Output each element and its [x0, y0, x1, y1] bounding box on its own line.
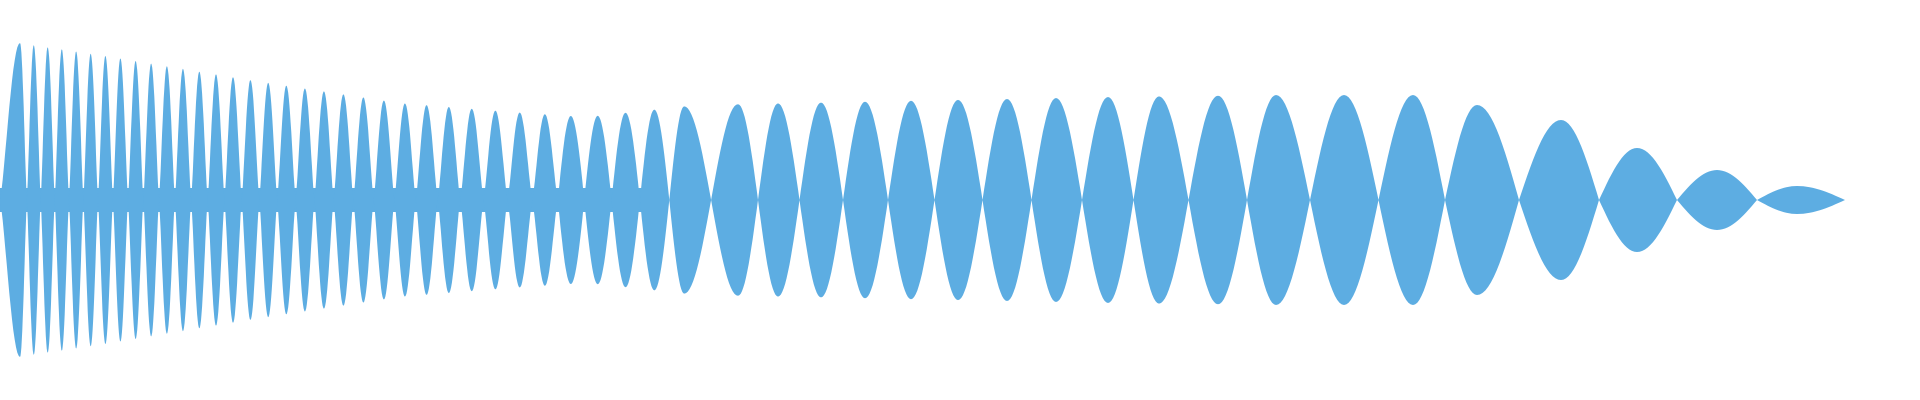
waveform-lobe	[460, 108, 484, 292]
waveform-lobe	[799, 102, 843, 298]
waveform-lobe	[191, 71, 208, 329]
waveform-lobe	[758, 103, 800, 297]
waveform-lobe	[1519, 120, 1599, 280]
waveform-lobe	[1082, 97, 1134, 303]
waveform-lobe	[982, 99, 1032, 301]
waveform-lobe	[711, 104, 758, 296]
waveform-lobe	[353, 97, 374, 303]
waveform-lobe	[40, 47, 55, 353]
waveform-lobe	[1677, 170, 1757, 230]
waveform-lobe	[584, 115, 612, 285]
waveform-lobe	[1133, 96, 1189, 304]
waveform-lobe	[83, 53, 98, 347]
waveform-lobe	[295, 88, 315, 312]
waveform-lobe	[224, 77, 242, 323]
waveform-lobe	[159, 66, 175, 334]
waveform-lobe	[669, 106, 712, 294]
waveform-lobe	[934, 99, 983, 301]
waveform-lobe	[69, 51, 84, 349]
waveform-lobe	[98, 55, 113, 345]
waveform-lobe	[394, 103, 416, 297]
waveform-lobe	[843, 101, 888, 299]
waveform-lobe	[54, 49, 69, 351]
waveform-lobe	[1247, 95, 1310, 305]
waveform-lobe	[415, 105, 438, 295]
waveform-lobe	[0, 43, 27, 357]
waveform-lobe	[639, 109, 670, 291]
waveform-lobe	[1757, 186, 1845, 214]
waveform-lobe	[611, 112, 640, 288]
waveform-lobe	[437, 106, 461, 294]
waveform-lobe	[143, 63, 159, 337]
waveform-lobe	[259, 82, 278, 318]
waveform-lobe	[1188, 95, 1247, 305]
waveform-lobe	[1378, 95, 1445, 305]
waveform-lobe	[26, 45, 41, 355]
waveform-lobe	[888, 100, 935, 300]
waveform-lobe	[1031, 98, 1082, 302]
waveform-lobe	[507, 112, 533, 288]
waveform-lobe	[241, 80, 260, 320]
waveform-lobe	[483, 110, 508, 290]
waveform-lobe	[333, 94, 354, 306]
waveform-lobe	[1599, 148, 1677, 252]
waveform-lobe	[277, 85, 296, 315]
waveform-lobe	[207, 74, 225, 326]
waveform-lobe	[373, 100, 395, 300]
waveform-lobe	[112, 58, 128, 342]
waveform-lobe	[1310, 95, 1379, 305]
waveform-lobe	[1445, 105, 1519, 295]
waveform-lobe	[128, 60, 144, 340]
waveform-lobe	[174, 68, 192, 332]
waveform-lobe	[314, 91, 334, 309]
waveform-lobe	[557, 116, 585, 284]
waveform-lobe	[532, 114, 558, 286]
